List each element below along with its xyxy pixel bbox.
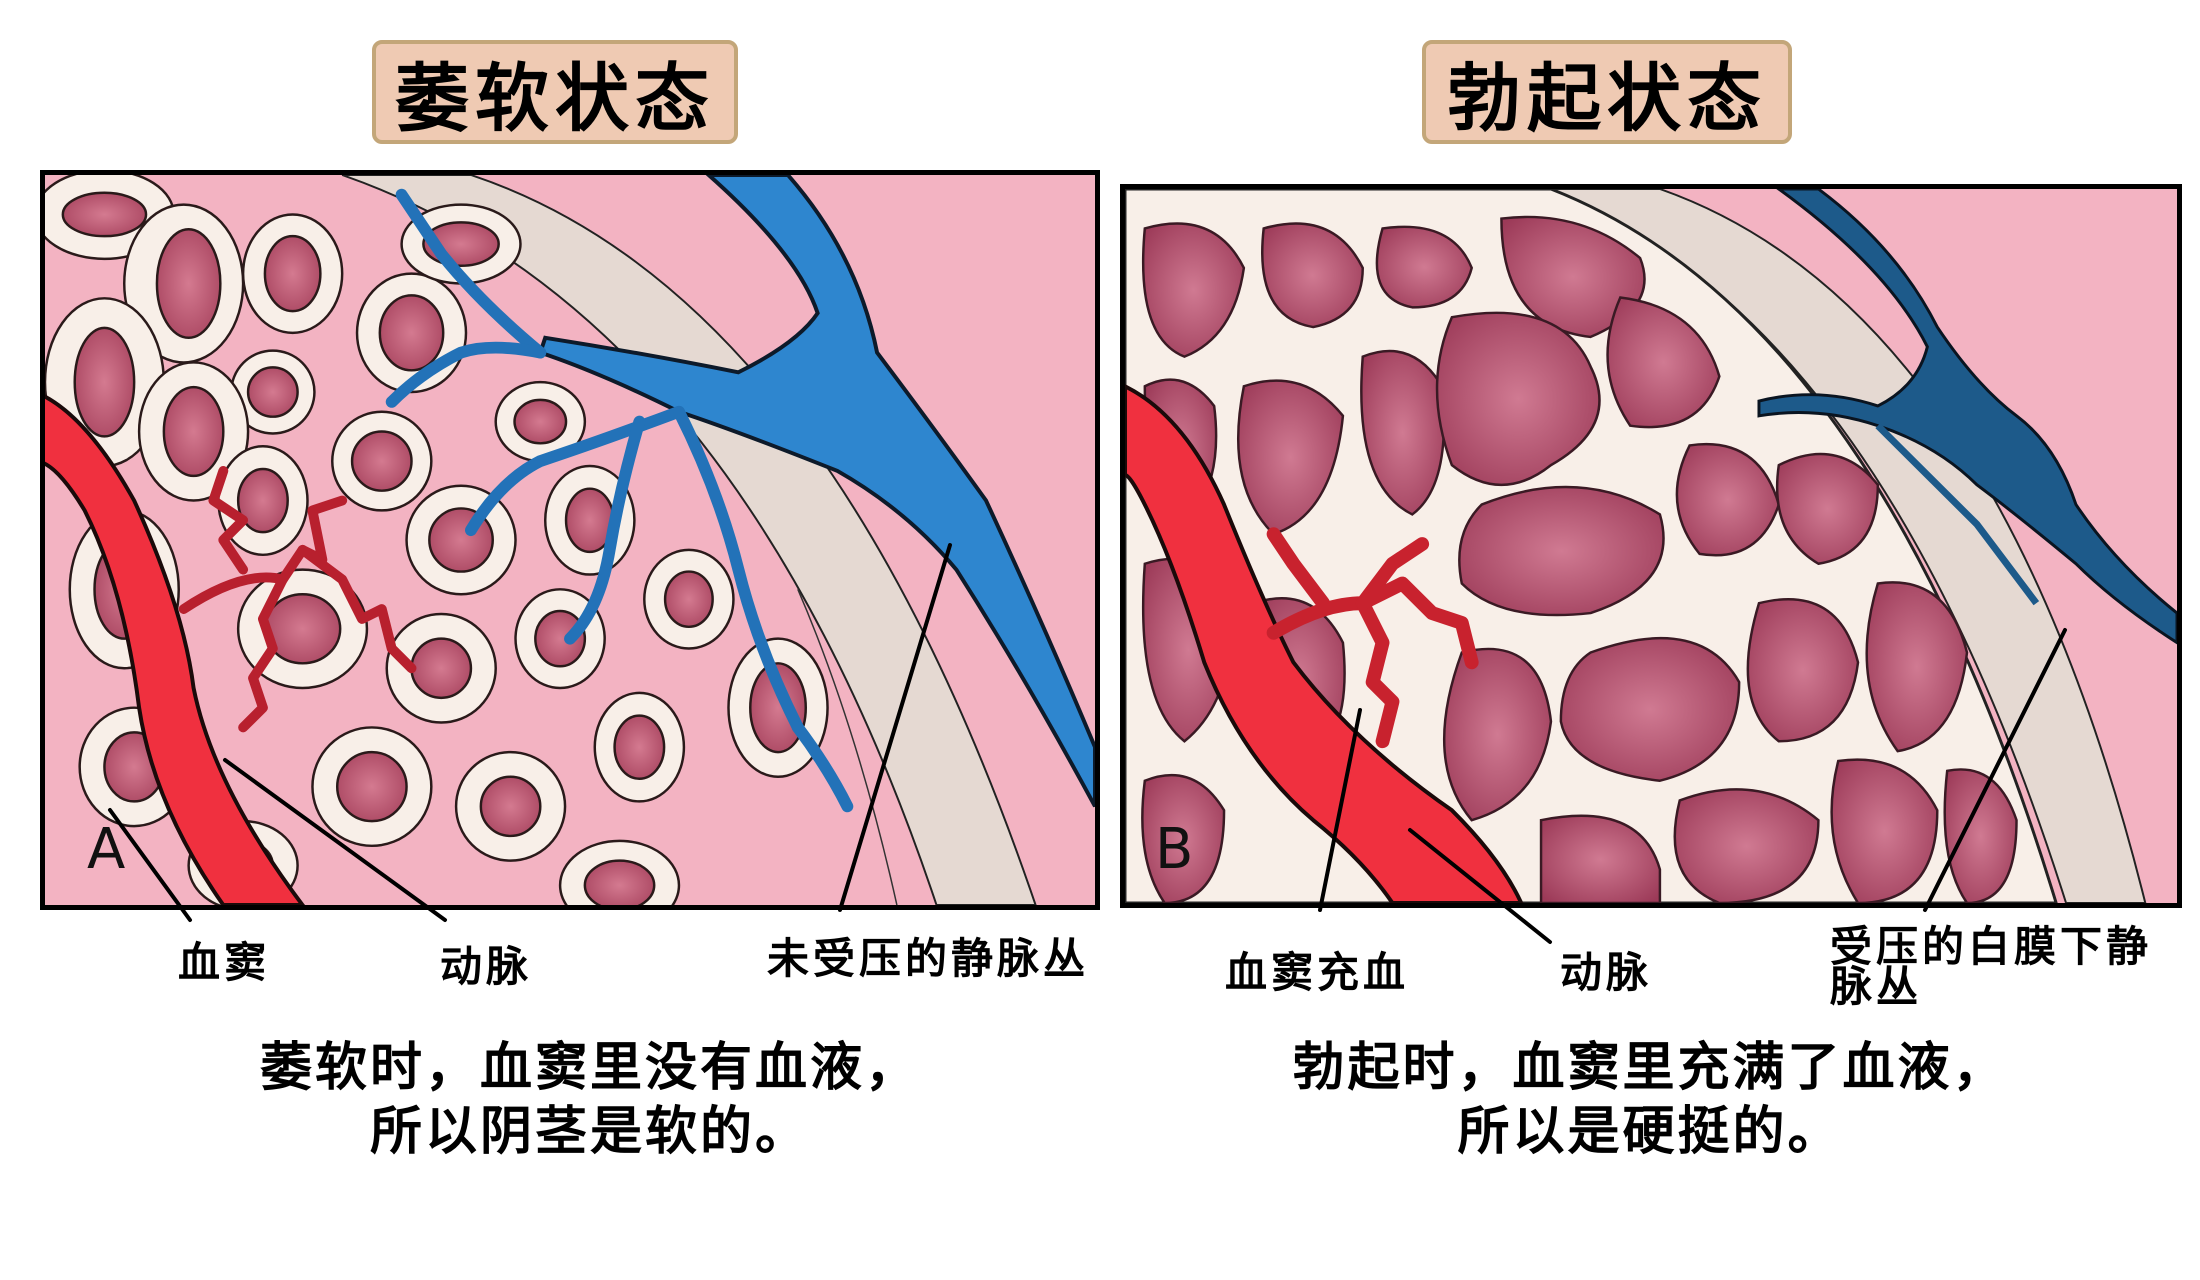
caption-erect: 勃起时，血窦里充满了血液， 所以是硬挺的。 <box>1250 1036 2050 1164</box>
label-artery-left: 动脉 <box>440 942 533 991</box>
panel-letter-b: B <box>1155 817 1194 882</box>
label-engorged-sinus: 血窦充血 <box>1225 948 1410 997</box>
label-artery-right: 动脉 <box>1560 948 1653 997</box>
label-compressed-vein-line1: 受压的白膜下静 <box>1830 922 2153 971</box>
caption-erect-line1: 勃起时，血窦里充满了血液， <box>1292 1038 2008 1098</box>
flaccid-illustration-panel: A <box>40 170 1100 910</box>
caption-erect-line2: 所以是硬挺的。 <box>1457 1102 1843 1162</box>
caption-flaccid-line1: 萎软时，血窦里没有血液， <box>259 1038 920 1098</box>
uncompressed-vein-plexus <box>537 175 1095 808</box>
right-panel-title: 勃起状态 <box>1422 40 1792 144</box>
label-uncompressed-vein: 未受压的静脉丛 <box>767 934 1090 983</box>
label-blood-sinus: 血窦 <box>178 938 271 987</box>
label-compressed-vein-line2: 脉丛 <box>1830 962 1923 1011</box>
erect-illustration-panel: B <box>1120 184 2182 908</box>
compressed-vein-plexus <box>1757 189 2177 645</box>
caption-flaccid: 萎软时，血窦里没有血液， 所以阴茎是软的。 <box>200 1036 980 1164</box>
caption-flaccid-line2: 所以阴茎是软的。 <box>369 1102 810 1162</box>
flaccid-tissue-illustration <box>45 175 1095 905</box>
erect-tissue-illustration <box>1125 189 2177 903</box>
panel-letter-a: A <box>87 817 126 882</box>
left-panel-title: 萎软状态 <box>372 40 738 144</box>
